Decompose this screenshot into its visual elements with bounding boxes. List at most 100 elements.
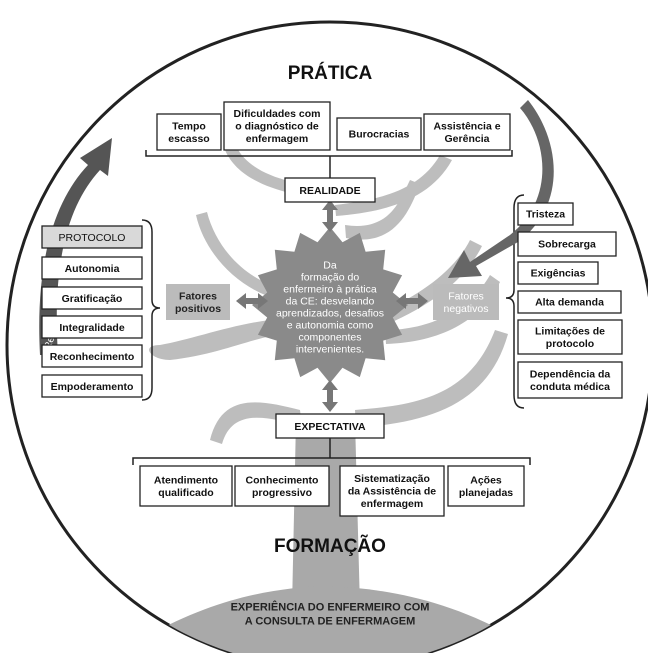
left-bracket	[141, 219, 161, 401]
base-label-line: A CONSULTA DE ENFERMAGEM	[245, 616, 416, 628]
bottom-box-frame	[447, 465, 525, 507]
bottom-box-text: qualificado	[158, 487, 213, 499]
arrow-realidade-center	[322, 200, 338, 232]
right-box-text: Exigências	[531, 268, 586, 280]
top-box-text: Tempo	[172, 120, 206, 132]
bottom-box-frame	[139, 465, 233, 507]
realidade-box: REALIDADE	[284, 177, 376, 203]
left-box-text: Empoderamento	[51, 381, 134, 393]
left-box-text: PROTOCOLO	[59, 232, 126, 244]
left-box: Reconhecimento	[41, 344, 143, 368]
bottom-box-frame	[339, 465, 445, 517]
central-text-line: aprendizados, desafios	[276, 308, 384, 320]
left-box: PROTOCOLO	[41, 225, 143, 249]
central-text-line: da CE: desvelando	[286, 296, 375, 308]
right-box-text: protocolo	[546, 338, 594, 350]
bottom-box-text: Ações	[470, 474, 502, 486]
left-box-text: Autonomia	[65, 263, 120, 275]
positive-label-line: Fatores	[179, 290, 217, 302]
top-box-text: o diagnóstico de	[235, 121, 319, 133]
right-box-text: Sobrecarga	[538, 239, 596, 251]
realidade-label: REALIDADE	[299, 185, 360, 197]
negative-label-line: Fatores	[448, 290, 484, 302]
top-box-frame	[223, 101, 331, 151]
base-label-line: EXPERIÊNCIA DO ENFERMEIRO COM	[231, 601, 430, 614]
top-box: Dificuldades como diagnóstico deenfermag…	[223, 101, 331, 151]
central-text-line: enfermeiro à prática	[283, 284, 377, 296]
left-box-frame	[41, 286, 143, 310]
left-box-frame	[41, 256, 143, 280]
top-box-frame	[336, 117, 422, 151]
right-box-frame	[517, 261, 599, 285]
bottom-box-text: Sistematização	[354, 473, 430, 485]
arrow-positive-center	[236, 293, 268, 309]
right-box-frame	[517, 202, 574, 226]
central-text-line: formação do	[301, 272, 360, 284]
left-box-text: Gratificação	[62, 293, 123, 305]
left-box-frame	[41, 344, 143, 368]
top-box-text: Burocracias	[349, 129, 410, 141]
bottom-box-text: da Assistência de	[348, 486, 436, 498]
base-mound	[120, 586, 540, 653]
central-starburst	[252, 227, 408, 383]
right-box-frame	[517, 290, 622, 314]
central-text-line: e autonomia como	[287, 320, 374, 332]
left-boxes: PROTOCOLO AutonomiaGratificaçãoIntegralid…	[41, 225, 143, 398]
negative-label-bg	[433, 284, 499, 320]
left-box-frame	[41, 225, 143, 249]
right-box-frame	[517, 319, 623, 355]
right-bracket	[505, 194, 525, 409]
bottom-box-text: progressivo	[252, 487, 312, 499]
right-box-text: Alta demanda	[535, 297, 604, 309]
right-box: Exigências	[517, 261, 599, 285]
central-text-line: Da	[323, 260, 337, 272]
expectativa-box: EXPECTATIVA	[275, 413, 385, 439]
top-box-frame	[156, 113, 222, 151]
top-box-frame	[423, 113, 511, 151]
bottom-box-text: planejadas	[459, 487, 513, 499]
central-text-line: componentes	[298, 332, 361, 344]
top-box-text: Assistência e	[433, 120, 500, 132]
right-box-text: Tristeza	[526, 209, 565, 221]
left-box: Gratificação	[41, 286, 143, 310]
bottom-box-frame	[234, 465, 330, 507]
negative-label-line: negativos	[444, 303, 489, 315]
central-text-line: intervenientes.	[296, 344, 364, 356]
top-bracket	[145, 150, 513, 157]
bottom-bracket	[132, 457, 531, 465]
bottom-boxes: AtendimentoqualificadoConhecimentoprogre…	[139, 465, 525, 517]
positive-label-bg	[166, 284, 230, 320]
right-box: Sobrecarga	[517, 231, 617, 257]
top-box-text: Gerência	[445, 133, 490, 145]
double-arrows	[236, 200, 428, 412]
title-top: PRÁTICA	[288, 62, 373, 84]
left-box-frame	[41, 315, 143, 339]
right-box: Alta demanda	[517, 290, 622, 314]
left-box: Empoderamento	[41, 374, 143, 398]
top-box-text: enfermagem	[246, 133, 308, 145]
expectativa-label: EXPECTATIVA	[294, 421, 366, 433]
left-box-frame	[41, 374, 143, 398]
right-box-frame	[517, 231, 617, 257]
arrow-center-expectativa	[322, 380, 338, 412]
title-bottom: FORMAÇÃO	[274, 535, 386, 557]
right-box-frame	[517, 361, 623, 399]
left-box: Integralidade	[41, 315, 143, 339]
top-box: Burocracias	[336, 117, 422, 151]
arrow-center-negative	[396, 293, 428, 309]
top-box-text: escasso	[168, 133, 209, 145]
